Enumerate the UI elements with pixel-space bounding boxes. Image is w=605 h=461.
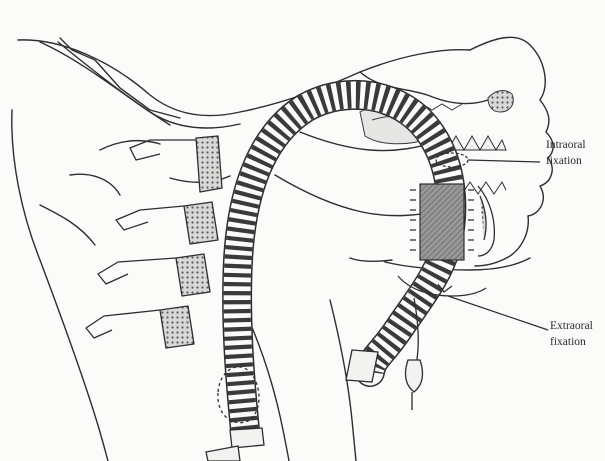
intraoral-fixation-pad xyxy=(410,184,474,260)
extraoral-fixation-label: Extraoral fixation xyxy=(550,318,593,350)
skull-outline xyxy=(12,37,553,461)
mandible xyxy=(478,186,494,256)
intraoral-fixation-label: Intraoral fixation xyxy=(546,137,586,169)
cervical-vertebrae xyxy=(86,136,222,348)
